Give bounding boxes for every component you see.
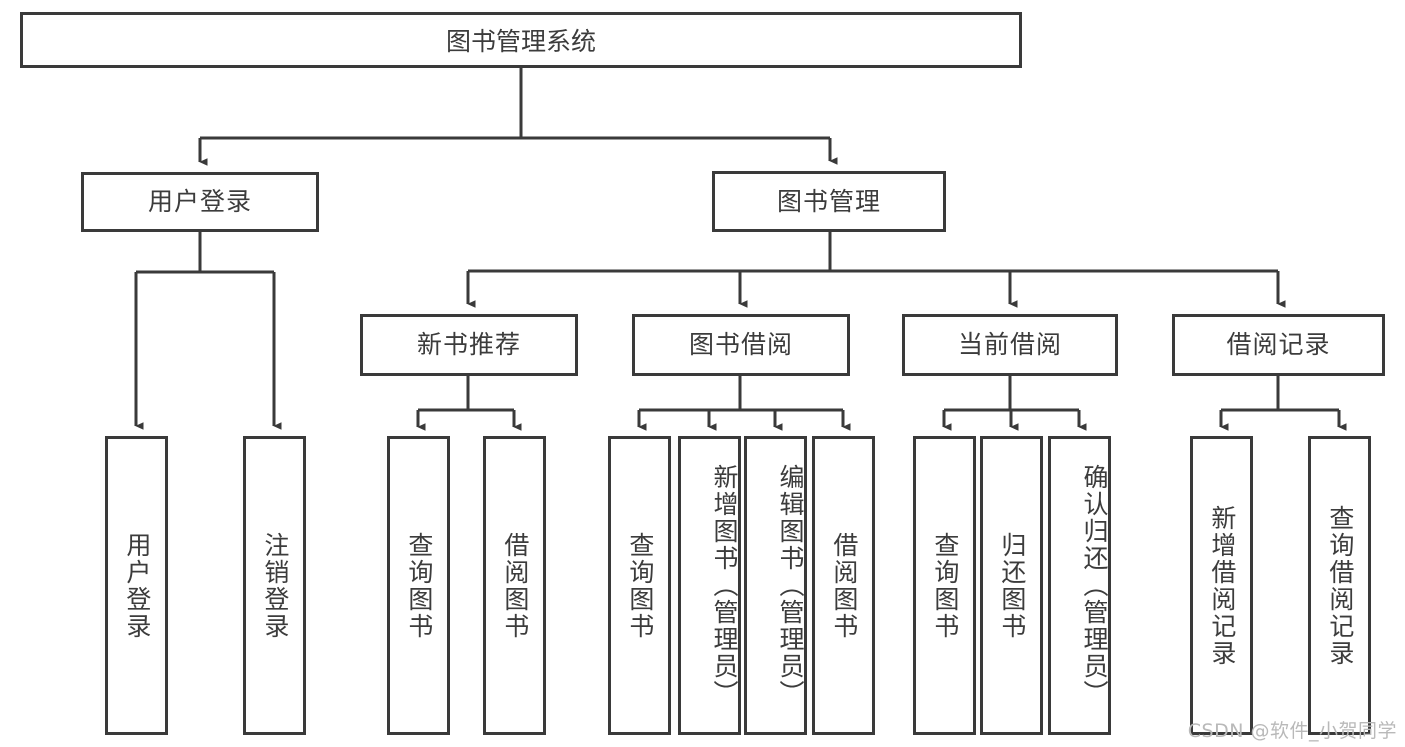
node-label: 新书推荐 bbox=[416, 330, 521, 360]
node-new-book-recommendation[interactable]: 新书推荐 bbox=[360, 314, 578, 376]
leaf-query-borrow-record[interactable]: 查询借阅记录 bbox=[1308, 436, 1371, 735]
leaf-edit-book-admin[interactable]: 编辑图书（管理员） bbox=[744, 436, 807, 735]
leaf-query-book-bb[interactable]: 查询图书 bbox=[608, 436, 671, 735]
leaf-confirm-return-admin[interactable]: 确认归还（管理员） bbox=[1048, 436, 1111, 735]
leaf-return-book[interactable]: 归还图书 bbox=[980, 436, 1043, 735]
leaf-label: 确认归还（管理员） bbox=[1080, 464, 1109, 707]
leaf-user-login[interactable]: 用户登录 bbox=[105, 436, 168, 735]
node-label: 图书管理系统 bbox=[445, 27, 596, 56]
node-label: 图书管理 bbox=[776, 186, 881, 216]
leaf-label: 新增借阅记录 bbox=[1207, 504, 1237, 667]
leaf-label: 新增图书（管理员） bbox=[710, 464, 739, 707]
node-label: 借阅记录 bbox=[1226, 330, 1331, 360]
node-root-book-management-system[interactable]: 图书管理系统 bbox=[20, 12, 1022, 68]
node-label: 当前借阅 bbox=[957, 330, 1062, 360]
leaf-label: 用户登录 bbox=[122, 531, 152, 640]
leaf-label: 查询图书 bbox=[930, 531, 960, 640]
node-label: 图书借阅 bbox=[688, 330, 793, 360]
leaf-query-book-nbr[interactable]: 查询图书 bbox=[387, 436, 450, 735]
leaf-add-book-admin[interactable]: 新增图书（管理员） bbox=[678, 436, 741, 735]
leaf-borrow-book-nbr[interactable]: 借阅图书 bbox=[483, 436, 546, 735]
leaf-borrow-book-bb[interactable]: 借阅图书 bbox=[812, 436, 875, 735]
leaf-add-borrow-record[interactable]: 新增借阅记录 bbox=[1190, 436, 1253, 735]
watermark: CSDN @软件_小贺同学 bbox=[1187, 720, 1397, 742]
leaf-label: 借阅图书 bbox=[500, 531, 530, 640]
leaf-label: 注销登录 bbox=[260, 531, 290, 640]
node-book-borrowing[interactable]: 图书借阅 bbox=[632, 314, 850, 376]
leaf-label: 编辑图书（管理员） bbox=[776, 464, 805, 707]
node-user-login[interactable]: 用户登录 bbox=[81, 172, 319, 232]
node-current-borrowing[interactable]: 当前借阅 bbox=[902, 314, 1118, 376]
node-book-management[interactable]: 图书管理 bbox=[712, 171, 946, 232]
leaf-label: 借阅图书 bbox=[829, 531, 859, 640]
leaf-label: 查询图书 bbox=[404, 531, 434, 640]
leaf-label: 查询图书 bbox=[625, 531, 655, 640]
leaf-query-book-cb[interactable]: 查询图书 bbox=[913, 436, 976, 735]
leaf-label: 查询借阅记录 bbox=[1325, 504, 1355, 667]
node-borrowing-record[interactable]: 借阅记录 bbox=[1172, 314, 1385, 376]
leaf-label: 归还图书 bbox=[997, 531, 1027, 640]
leaf-user-logout[interactable]: 注销登录 bbox=[243, 436, 306, 735]
node-label: 用户登录 bbox=[147, 187, 252, 217]
